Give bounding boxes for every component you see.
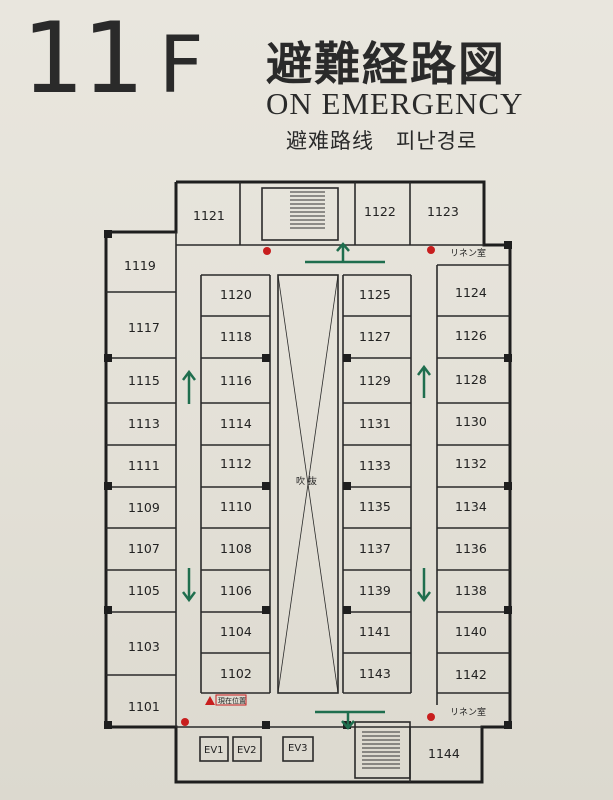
room-1142: 1142 — [455, 667, 487, 682]
room-labels: 1121 1122 1123 1119 1117 1115 1113 1111 … — [124, 204, 487, 761]
title-english: ON EMERGENCY — [266, 86, 524, 121]
room-1128: 1128 — [455, 372, 487, 387]
room-1111: 1111 — [128, 458, 160, 473]
room-1108: 1108 — [220, 541, 252, 556]
room-1116: 1116 — [220, 373, 252, 388]
room-1113: 1113 — [128, 416, 160, 431]
arrow-down-icon — [417, 568, 431, 603]
title-chinese-korean: 避难路线 피난경로 — [286, 129, 478, 153]
linen-room-top: リネン室 — [450, 247, 486, 259]
room-1115: 1115 — [128, 373, 160, 388]
room-1134: 1134 — [455, 499, 487, 514]
room-1137: 1137 — [359, 541, 391, 556]
room-1122: 1122 — [364, 204, 396, 219]
room-1105: 1105 — [128, 583, 160, 598]
elevator-3: EV3 — [288, 743, 308, 754]
stairs-top — [290, 191, 325, 229]
room-1135: 1135 — [359, 499, 391, 514]
room-1112: 1112 — [220, 456, 252, 471]
arrow-down-icon — [182, 568, 196, 603]
exit-arrow-top-icon — [305, 242, 385, 264]
room-1106: 1106 — [220, 583, 252, 598]
room-1117: 1117 — [128, 320, 160, 335]
room-1126: 1126 — [455, 328, 487, 343]
exit-arrow-bottom-icon — [315, 710, 385, 730]
room-1118: 1118 — [220, 329, 252, 344]
room-1133: 1133 — [359, 458, 391, 473]
room-1131: 1131 — [359, 416, 391, 431]
linen-room-bottom: リネン室 — [450, 706, 486, 718]
room-1110: 1110 — [220, 499, 252, 514]
room-1107: 1107 — [128, 541, 160, 556]
room-1103: 1103 — [128, 639, 160, 654]
room-1114: 1114 — [220, 416, 252, 431]
room-1101: 1101 — [128, 699, 160, 714]
arrow-up-icon — [417, 364, 431, 398]
room-1130: 1130 — [455, 414, 487, 429]
room-1102: 1102 — [220, 666, 252, 681]
floor-digits: 11 — [22, 2, 145, 116]
room-1144: 1144 — [428, 746, 460, 761]
room-1141: 1141 — [359, 624, 391, 639]
current-location-marker — [205, 694, 247, 706]
room-1121: 1121 — [193, 208, 225, 223]
red-dots — [181, 246, 435, 726]
room-1129: 1129 — [359, 373, 391, 388]
room-1136: 1136 — [455, 541, 487, 556]
room-1120: 1120 — [220, 287, 252, 302]
title-japanese: 避難経路図 — [266, 37, 506, 91]
elevator-2: EV2 — [237, 745, 257, 756]
current-location-icon — [205, 696, 215, 705]
room-1132: 1132 — [455, 456, 487, 471]
stairs-bottom — [362, 731, 400, 769]
current-location-label: 現在位置 — [218, 696, 246, 705]
room-1119: 1119 — [124, 258, 156, 273]
room-1143: 1143 — [359, 666, 391, 681]
room-1125: 1125 — [359, 287, 391, 302]
room-1127: 1127 — [359, 329, 391, 344]
room-1123: 1123 — [427, 204, 459, 219]
room-1104: 1104 — [220, 624, 252, 639]
arrow-up-icon — [182, 369, 196, 404]
inner-walls — [106, 182, 510, 782]
room-1140: 1140 — [455, 624, 487, 639]
room-1109: 1109 — [128, 500, 160, 515]
elevator-1: EV1 — [204, 745, 224, 756]
evacuation-arrows — [182, 242, 431, 730]
room-1124: 1124 — [455, 285, 487, 300]
atrium-label: 吹 抜 — [296, 475, 317, 487]
room-1138: 1138 — [455, 583, 487, 598]
room-1139: 1139 — [359, 583, 391, 598]
floor-suffix: F — [158, 21, 204, 111]
